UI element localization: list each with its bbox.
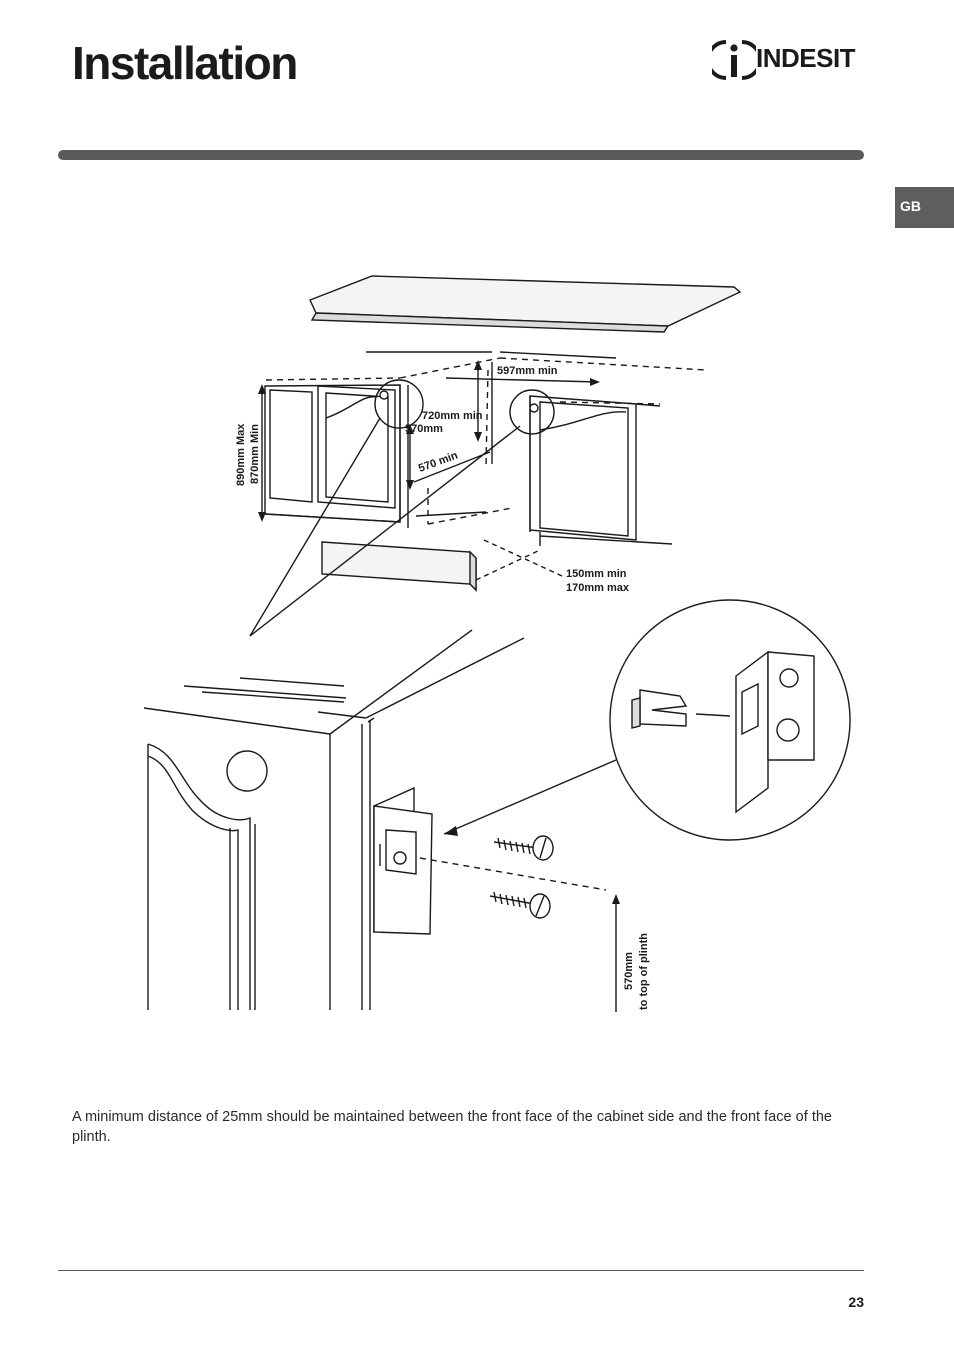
dimension-arrows (261, 362, 599, 520)
bracket-callout-right (509, 389, 555, 435)
language-tab: GB (895, 187, 954, 228)
footer-divider (58, 1270, 864, 1271)
page-title: Installation (72, 37, 298, 89)
label-opening-depth: 570 min (417, 449, 460, 474)
installation-diagram: 597mm min 720mm min 570mm 570 min 890mm … (143, 275, 851, 1012)
installation-note: A minimum distance of 25mm should be mai… (72, 1109, 832, 1145)
label-plinth-min: 150mm min (566, 568, 627, 580)
label-height-min: 870mm Min (249, 424, 261, 484)
bracket-detail (373, 786, 433, 935)
brand-name: INDESIT (756, 43, 856, 73)
detail-cabinet (143, 629, 525, 1010)
screws (489, 835, 554, 919)
label-plinth-max: 170mm max (566, 582, 630, 594)
label-bracket-height: 570mm (623, 952, 635, 990)
worktop (309, 275, 742, 333)
brand-logo: INDESIT (706, 38, 868, 82)
plinth (321, 539, 563, 592)
label-width-min: 597mm min (497, 365, 558, 377)
bracket-callout-left (374, 379, 424, 429)
label-bracket-reference: to top of plinth (638, 933, 650, 1010)
label-height-max: 890mm Max (235, 423, 247, 486)
label-mount-height: 570mm (405, 423, 443, 435)
header-divider-bar (58, 150, 864, 160)
opening-outline (265, 357, 707, 525)
arrow-heads (258, 360, 600, 522)
label-depth-min: 720mm min (422, 410, 483, 422)
magnified-detail (443, 599, 851, 841)
left-cabinet-run (264, 351, 492, 528)
page-number: 23 (848, 1294, 864, 1310)
indesit-logo-icon (706, 40, 762, 80)
right-cabinet-run (499, 351, 673, 546)
